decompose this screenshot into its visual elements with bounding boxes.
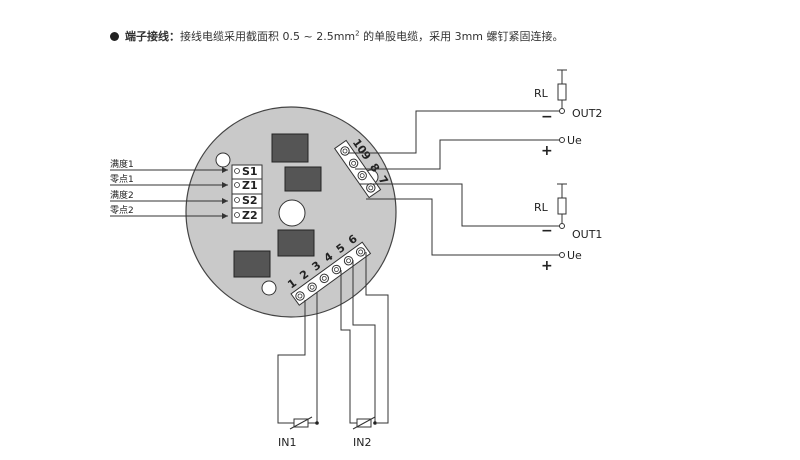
arrow-icon bbox=[222, 182, 228, 188]
component-block bbox=[284, 166, 322, 192]
pot-label: Z1 bbox=[242, 179, 258, 192]
out2-sign: − bbox=[541, 109, 553, 125]
mounting-hole-bottom bbox=[261, 280, 277, 296]
arrow-icon bbox=[222, 213, 228, 219]
arrow-icon bbox=[222, 167, 228, 173]
pot-screw-icon bbox=[234, 182, 240, 188]
pot-label: Z2 bbox=[242, 209, 258, 222]
out1-label: OUT1 bbox=[572, 228, 602, 241]
bullet-icon bbox=[110, 32, 119, 41]
adjust-label: 满度2 bbox=[110, 189, 134, 201]
adjust-label: 满度1 bbox=[110, 158, 134, 170]
mounting-hole-left bbox=[215, 152, 231, 168]
adjust-label: 零点1 bbox=[110, 174, 134, 185]
out1-sign: − bbox=[541, 223, 553, 239]
in1-label: IN1 bbox=[278, 436, 296, 449]
rl-label-top: RL bbox=[534, 87, 549, 100]
ue-top-label: Ue bbox=[567, 134, 582, 147]
note-sup: 2 bbox=[355, 29, 360, 38]
out2-label: OUT2 bbox=[572, 107, 602, 120]
component-block bbox=[233, 250, 271, 278]
pot-label: S1 bbox=[242, 165, 258, 178]
pot-screw-icon bbox=[234, 197, 240, 203]
pot-screw-icon bbox=[234, 212, 240, 218]
note-text-end: 的单股电缆，采用 3mm 螺钉紧固连接。 bbox=[359, 30, 564, 43]
component-block bbox=[277, 229, 315, 257]
ue-bottom-label: Ue bbox=[567, 249, 582, 262]
terminal-wiring-note: 端子接线：接线电缆采用截面积 0.5 ~ 2.5mm2 的单股电缆，采用 3mm… bbox=[110, 28, 564, 44]
arrow-icon bbox=[222, 198, 228, 204]
ue-bottom-sign: + bbox=[541, 258, 553, 274]
in2-label: IN2 bbox=[353, 436, 371, 449]
pot-label: S2 bbox=[242, 194, 258, 207]
note-key: 端子接线： bbox=[125, 30, 180, 43]
note-text: 接线电缆采用截面积 0.5 ~ 2.5mm bbox=[180, 30, 356, 43]
adjust-label: 零点2 bbox=[110, 205, 134, 216]
rl-label-bottom: RL bbox=[534, 201, 549, 214]
center-hole bbox=[278, 199, 306, 227]
ue-top-sign: + bbox=[541, 143, 553, 159]
output-wiring bbox=[348, 69, 567, 256]
pot-screw-icon bbox=[234, 168, 240, 174]
component-block bbox=[271, 133, 309, 163]
